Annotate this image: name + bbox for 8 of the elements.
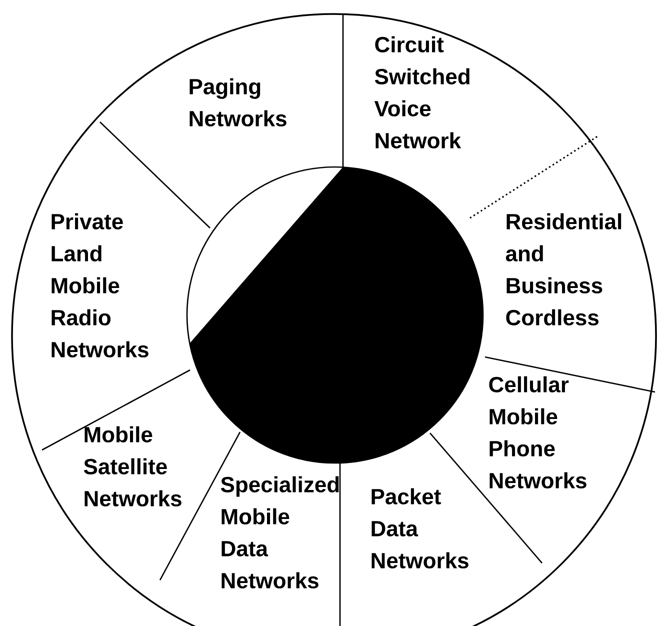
sector-label: Paging Networks: [190, 78, 286, 126]
sector-label: Residential and Business Cordless: [506, 213, 622, 326]
sector-label: Mobile Satellite Networks: [84, 426, 182, 506]
sector-label: Specialized Mobile Data Networks: [220, 476, 339, 588]
sector-label: Circuit Switched Voice Network: [374, 36, 470, 148]
sector-label: Packet Data Networks: [372, 488, 468, 568]
sector-label: Private Land Mobile Radio Networks: [52, 213, 148, 358]
sector-label: Cellular Mobile Phone Networks: [489, 376, 586, 488]
